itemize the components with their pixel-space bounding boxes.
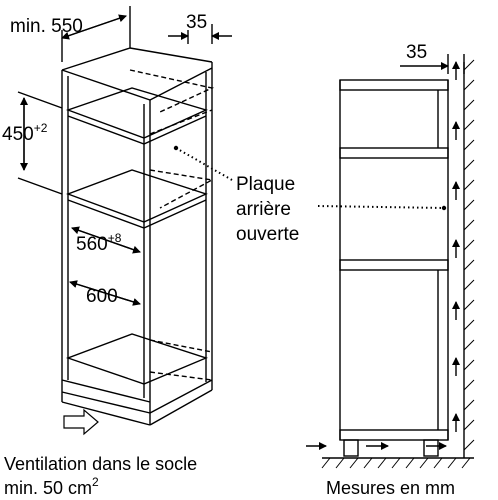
back-panel-line-1: Plaque: [236, 174, 295, 195]
side-depth-label: 35: [406, 42, 427, 63]
back-panel-line-2: arrière: [236, 199, 291, 220]
ventilation-line-1: Ventilation dans le socle: [4, 454, 197, 474]
ventilation-value: min. 50 cm: [4, 478, 92, 498]
depth-inner-label: 600: [86, 286, 118, 307]
width-min-label: min. 550: [10, 16, 83, 37]
cabinet-section: [306, 54, 475, 469]
cabinet-3d: [17, 6, 233, 436]
ventilation-exponent: 2: [92, 475, 99, 489]
height-niche-value: 450: [2, 124, 34, 145]
height-tolerance: +2: [34, 121, 48, 135]
depth-top-label: 35: [186, 12, 207, 33]
units-note: Mesures en mm: [326, 478, 455, 498]
inner-width-label: 560+8: [76, 231, 122, 255]
ventilation-line-2: min. 50 cm2: [4, 475, 99, 498]
height-niche-label: 450+2: [2, 121, 48, 145]
back-panel-line-3: ouverte: [236, 224, 299, 245]
inner-width-value: 560: [76, 234, 108, 255]
inner-width-tolerance: +8: [108, 231, 122, 245]
